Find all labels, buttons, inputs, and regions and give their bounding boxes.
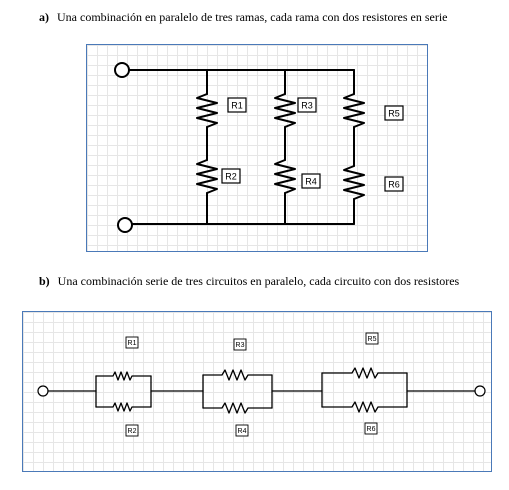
caption-part-b: b) Una combinación serie de tres circuito… (39, 274, 459, 289)
label-a-r2-text: R2 (225, 172, 237, 182)
resistor-b-r1 (95, 371, 152, 381)
resistor-r3 (274, 93, 296, 128)
label-a-r3-text: R3 (301, 101, 313, 111)
resistor-r4 (274, 159, 296, 194)
label-b-r2: R2 (125, 424, 139, 437)
label-b-r1: R1 (125, 336, 139, 349)
label-b-r5-text: R5 (368, 336, 377, 343)
branch-1 (196, 69, 218, 225)
parallel-group-1 (95, 371, 152, 412)
terminal-left (37, 385, 49, 397)
resistor-r5 (343, 93, 365, 128)
label-a-r1-text: R1 (231, 101, 243, 111)
label-b-r6: R6 (364, 422, 378, 435)
branch-3 (343, 69, 365, 225)
label-b-r4-text: R4 (238, 428, 247, 435)
label-a-r1: R1 (227, 97, 247, 113)
caption-b-letter: b) (39, 274, 50, 288)
label-a-r2: R2 (221, 168, 241, 184)
resistor-r6 (343, 165, 365, 200)
terminal-right (474, 385, 486, 397)
resistor-r1 (196, 93, 218, 128)
diagram-b: R1 R2 R3 R4 R5 R6 (37, 332, 486, 437)
caption-part-a: a) Una combinación en paralelo de tres ra… (39, 10, 448, 25)
caption-a-text: Una combinación en paralelo de tres rama… (57, 10, 448, 24)
resistor-b-r5 (321, 367, 408, 379)
label-a-r4-text: R4 (305, 177, 317, 187)
label-b-r3-text: R3 (236, 342, 245, 349)
parallel-group-2 (202, 369, 273, 414)
parallel-group-3 (321, 367, 408, 413)
label-b-r1-text: R1 (128, 340, 137, 347)
resistor-b-r6 (321, 401, 408, 413)
resistor-b-r3 (202, 369, 273, 381)
label-a-r6: R6 (384, 176, 404, 192)
label-b-r6-text: R6 (367, 426, 376, 433)
resistor-b-r4 (202, 402, 273, 414)
label-a-r3: R3 (297, 97, 317, 113)
label-b-r2-text: R2 (128, 428, 137, 435)
label-b-r4: R4 (235, 424, 249, 437)
resistor-b-r2 (95, 402, 152, 412)
label-a-r5: R5 (384, 105, 404, 121)
branch-2 (274, 69, 296, 225)
diagram-a: R1 R2 R3 R4 R5 R6 (114, 62, 404, 233)
label-b-r3: R3 (233, 338, 247, 351)
label-b-r5: R5 (365, 332, 379, 345)
label-a-r6-text: R6 (388, 180, 400, 190)
caption-b-text: Una combinación serie de tres circuitos … (57, 274, 460, 288)
label-a-r5-text: R5 (388, 109, 400, 119)
resistor-r2 (196, 159, 218, 194)
diagram-parallel-panel (86, 44, 428, 252)
label-a-r4: R4 (301, 173, 321, 189)
caption-a-letter: a) (39, 10, 49, 24)
